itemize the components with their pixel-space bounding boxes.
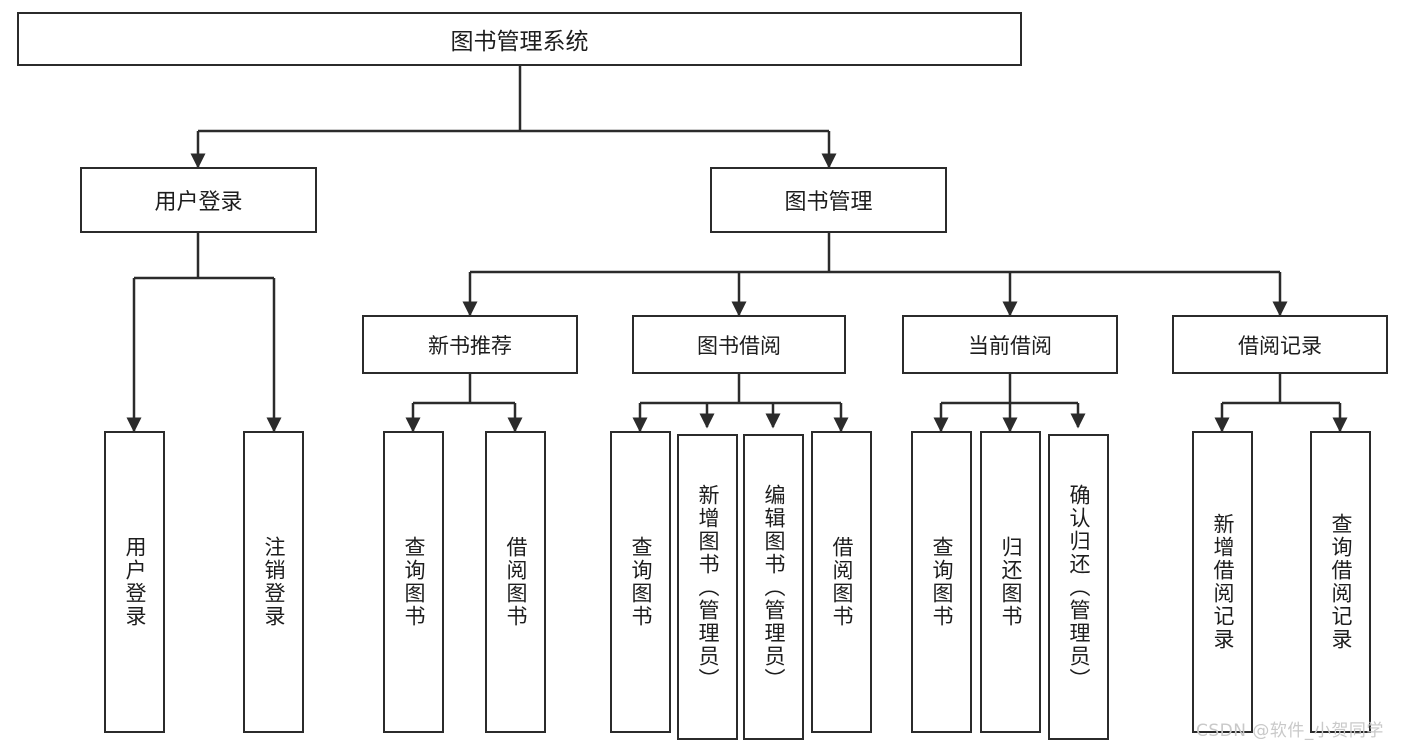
node-leaf-query-book-3-label: 查询图书 (930, 536, 954, 628)
node-leaf-logout-login[interactable]: 注销登录 (243, 431, 304, 733)
node-leaf-borrow-book-2-label: 借阅图书 (830, 536, 854, 628)
node-new-book-recommend-label: 新书推荐 (428, 333, 512, 358)
csdn-watermark: CSDN @软件_小贺同学 (1196, 721, 1384, 741)
node-book-management-label: 图书管理 (784, 190, 873, 215)
node-leaf-logout-login-label: 注销登录 (262, 536, 286, 628)
node-leaf-return-book-label: 归还图书 (999, 536, 1023, 628)
node-leaf-add-book-label: 新增图书（管理员） (696, 483, 720, 691)
node-leaf-query-book-2[interactable]: 查询图书 (610, 431, 671, 733)
node-leaf-query-book-1-label: 查询图书 (402, 536, 426, 628)
node-leaf-query-book-3[interactable]: 查询图书 (911, 431, 972, 733)
node-leaf-query-book-1[interactable]: 查询图书 (383, 431, 444, 733)
node-root[interactable]: 图书管理系统 (17, 12, 1022, 66)
node-leaf-user-login-label: 用户登录 (123, 536, 147, 628)
node-leaf-add-book[interactable]: 新增图书（管理员） (677, 434, 738, 740)
node-user-login[interactable]: 用户登录 (80, 167, 317, 233)
node-leaf-borrow-book-2[interactable]: 借阅图书 (811, 431, 872, 733)
node-leaf-edit-book[interactable]: 编辑图书（管理员） (743, 434, 804, 740)
node-leaf-query-book-2-label: 查询图书 (629, 536, 653, 628)
node-leaf-add-record-label: 新增借阅记录 (1211, 513, 1235, 651)
node-leaf-query-record[interactable]: 查询借阅记录 (1310, 431, 1371, 733)
node-leaf-confirm-return[interactable]: 确认归还（管理员） (1048, 434, 1109, 740)
node-leaf-add-record[interactable]: 新增借阅记录 (1192, 431, 1253, 733)
node-current-borrow[interactable]: 当前借阅 (902, 315, 1118, 374)
node-borrow-record[interactable]: 借阅记录 (1172, 315, 1388, 374)
node-leaf-borrow-book-1[interactable]: 借阅图书 (485, 431, 546, 733)
node-leaf-borrow-book-1-label: 借阅图书 (504, 536, 528, 628)
node-user-login-label: 用户登录 (154, 190, 243, 215)
node-new-book-recommend[interactable]: 新书推荐 (362, 315, 578, 374)
node-book-borrow[interactable]: 图书借阅 (632, 315, 846, 374)
node-book-management[interactable]: 图书管理 (710, 167, 947, 233)
node-root-label: 图书管理系统 (450, 29, 589, 55)
node-book-borrow-label: 图书借阅 (697, 333, 781, 358)
node-leaf-confirm-return-label: 确认归还（管理员） (1067, 483, 1091, 691)
node-leaf-query-record-label: 查询借阅记录 (1329, 513, 1353, 651)
node-leaf-return-book[interactable]: 归还图书 (980, 431, 1041, 733)
node-leaf-edit-book-label: 编辑图书（管理员） (762, 483, 786, 691)
node-current-borrow-label: 当前借阅 (968, 333, 1052, 358)
node-borrow-record-label: 借阅记录 (1238, 333, 1322, 358)
node-leaf-user-login[interactable]: 用户登录 (104, 431, 165, 733)
